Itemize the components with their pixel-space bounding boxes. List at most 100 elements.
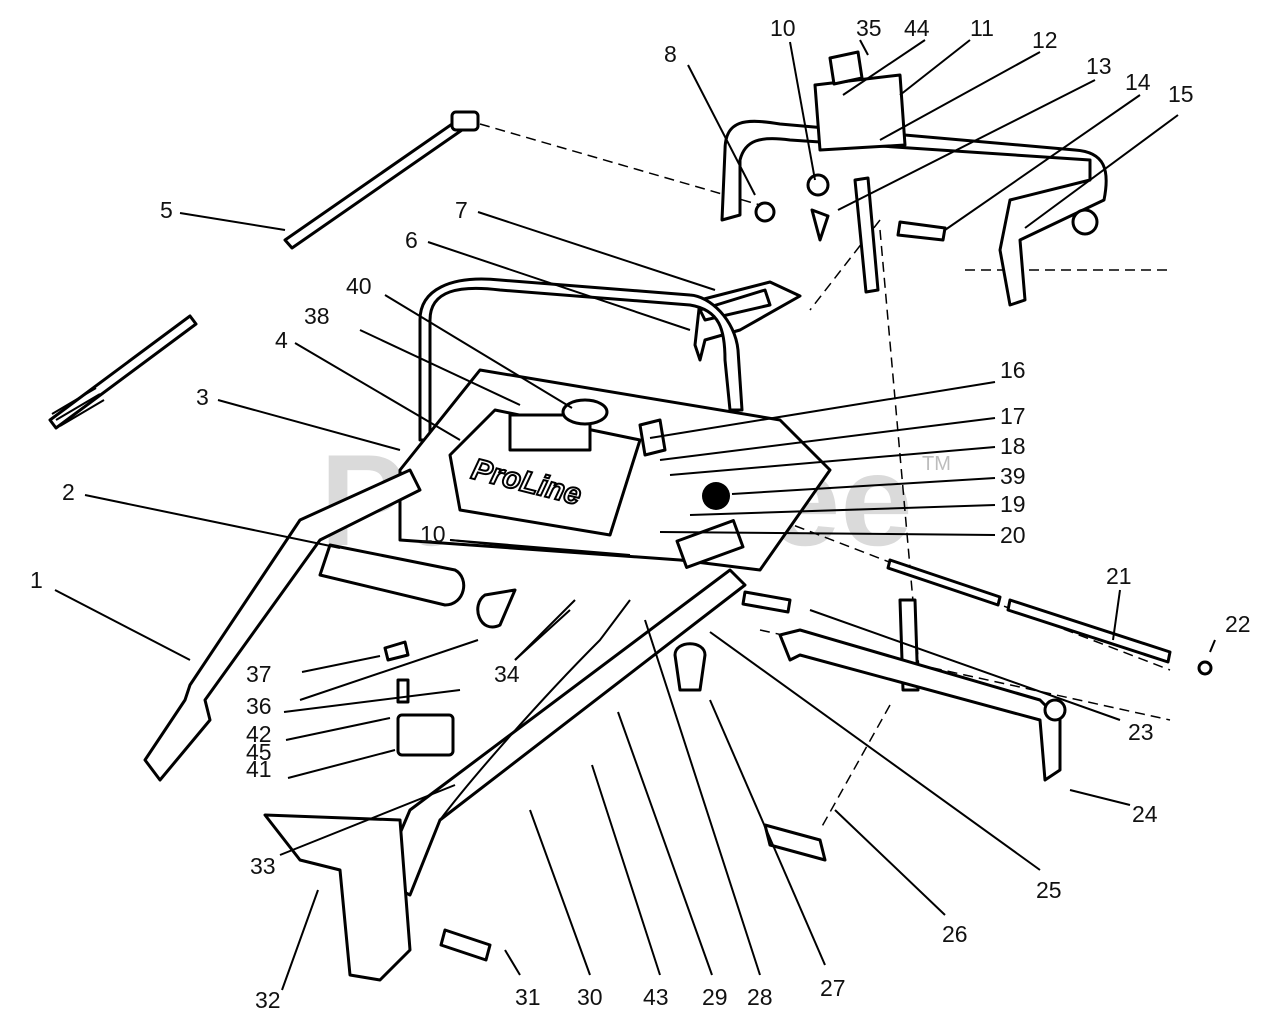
callout-3: 3 bbox=[196, 384, 209, 410]
leader-37 bbox=[301, 655, 381, 673]
handle-grip bbox=[318, 543, 466, 607]
leader-20 bbox=[659, 531, 996, 536]
leader-6 bbox=[427, 241, 691, 331]
leader-10a bbox=[789, 41, 816, 181]
lower-handle-right bbox=[378, 568, 747, 897]
leader-3 bbox=[217, 399, 401, 451]
leader-35 bbox=[859, 39, 869, 56]
latch-bracket bbox=[693, 280, 802, 362]
threaded-rod bbox=[48, 314, 198, 430]
leader-5 bbox=[179, 212, 286, 231]
lower-handle-left bbox=[143, 468, 422, 782]
control-cable bbox=[439, 599, 631, 821]
leader-27 bbox=[709, 699, 826, 966]
leader-36 bbox=[299, 639, 479, 701]
retaining-ring bbox=[1197, 660, 1213, 676]
callout-2: 2 bbox=[62, 479, 75, 505]
leader-1 bbox=[54, 589, 191, 661]
callout-45: 45 bbox=[246, 739, 272, 765]
rod bbox=[886, 558, 1002, 607]
bolt bbox=[896, 220, 947, 242]
callout-28: 28 bbox=[747, 984, 773, 1010]
leader-25 bbox=[709, 631, 1041, 871]
leader-13 bbox=[837, 79, 1096, 211]
leader-lines bbox=[54, 39, 1216, 991]
callout-43: 43 bbox=[643, 984, 669, 1010]
callout-26: 26 bbox=[942, 921, 968, 947]
callout-16: 16 bbox=[1000, 357, 1026, 383]
callout-8: 8 bbox=[664, 41, 677, 67]
callout-7: 7 bbox=[455, 197, 468, 223]
leader-14 bbox=[944, 94, 1141, 231]
bolt bbox=[741, 590, 792, 614]
leader-44 bbox=[842, 39, 926, 96]
leader-17 bbox=[659, 417, 996, 461]
leader-10c bbox=[449, 539, 631, 556]
rod bbox=[1006, 598, 1172, 664]
leader-40 bbox=[384, 294, 573, 409]
rod-end-fitting bbox=[450, 110, 480, 132]
cable-clip bbox=[828, 50, 864, 86]
callout-41: 41 bbox=[246, 756, 272, 782]
callout-32: 32 bbox=[255, 987, 281, 1013]
callout-15: 15 bbox=[1168, 81, 1194, 107]
bail-pivot bbox=[1043, 698, 1067, 722]
leader-32 bbox=[281, 889, 319, 991]
callout-6: 6 bbox=[405, 227, 418, 253]
control-rod bbox=[283, 120, 464, 250]
nut bbox=[806, 173, 830, 197]
callout-20: 20 bbox=[1000, 522, 1026, 548]
parts-drawing: ProLine bbox=[48, 50, 1213, 982]
callout-10-top: 10 bbox=[770, 15, 796, 41]
assembly-line bbox=[819, 704, 891, 831]
callout-42: 42 bbox=[246, 721, 272, 747]
leader-41 bbox=[287, 749, 396, 779]
callout-17: 17 bbox=[1000, 403, 1026, 429]
leader-23 bbox=[809, 609, 1121, 721]
mounting-bracket bbox=[263, 813, 412, 982]
grip-sleeve bbox=[763, 823, 827, 862]
callout-19: 19 bbox=[1000, 491, 1026, 517]
leader-2 bbox=[84, 494, 341, 549]
key-switch bbox=[561, 398, 609, 426]
screw bbox=[396, 678, 410, 704]
bracket bbox=[813, 73, 907, 152]
leader-4 bbox=[294, 342, 461, 441]
callout-44: 44 bbox=[904, 15, 930, 41]
callout-22: 22 bbox=[1225, 611, 1251, 637]
leader-38 bbox=[359, 329, 521, 406]
callout-13: 13 bbox=[1086, 53, 1112, 79]
leader-21 bbox=[1112, 589, 1121, 641]
switch-connector bbox=[396, 713, 455, 757]
callout-25: 25 bbox=[1036, 877, 1062, 903]
callout-14: 14 bbox=[1125, 69, 1151, 95]
callout-27: 27 bbox=[820, 975, 846, 1001]
cotter-pin bbox=[810, 208, 830, 242]
callout-31: 31 bbox=[515, 984, 541, 1010]
nut bbox=[754, 201, 776, 223]
leader-11 bbox=[899, 39, 971, 96]
callout-39: 39 bbox=[1000, 463, 1026, 489]
callout-10-panel: 10 bbox=[420, 521, 446, 547]
leader-16 bbox=[649, 381, 996, 439]
callout-12: 12 bbox=[1032, 27, 1058, 53]
bail-bar bbox=[778, 628, 1062, 782]
leader-33 bbox=[279, 784, 456, 856]
callout-34: 34 bbox=[494, 661, 520, 687]
callout-29: 29 bbox=[702, 984, 728, 1010]
cable-clamp bbox=[476, 588, 517, 629]
callout-21: 21 bbox=[1106, 563, 1132, 589]
logo-plate bbox=[448, 408, 642, 537]
callout-18: 18 bbox=[1000, 433, 1026, 459]
leader-18 bbox=[669, 446, 996, 476]
screw bbox=[383, 640, 410, 662]
leader-7 bbox=[477, 211, 716, 291]
callout-24: 24 bbox=[1132, 801, 1158, 827]
leader-43 bbox=[591, 764, 661, 976]
callout-33: 33 bbox=[250, 853, 276, 879]
leader-31 bbox=[504, 949, 521, 976]
leader-12 bbox=[879, 51, 1041, 141]
leader-45 bbox=[283, 689, 461, 713]
callout-30: 30 bbox=[577, 984, 603, 1010]
leader-24 bbox=[1069, 789, 1131, 806]
